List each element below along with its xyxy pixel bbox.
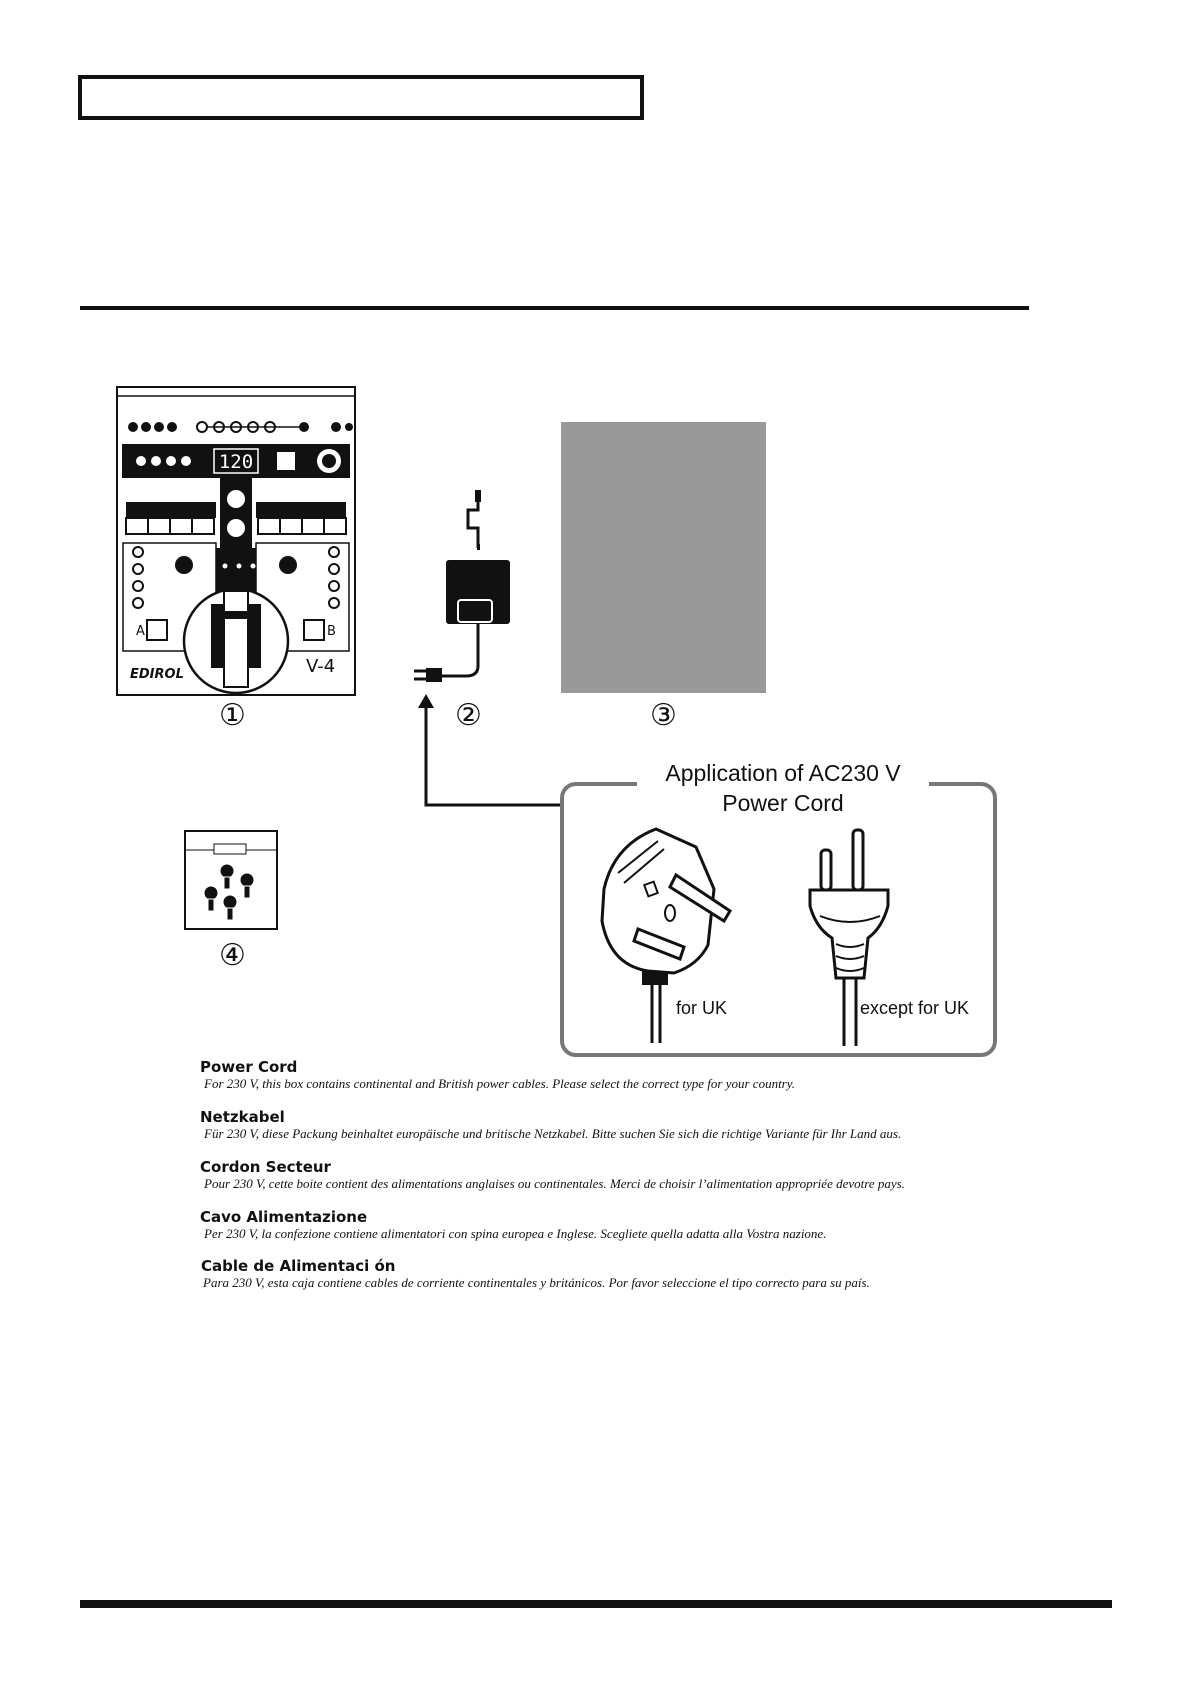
ac-adaptor-illustration bbox=[414, 490, 510, 682]
item-number-3: ③ bbox=[650, 698, 677, 733]
device-button-a-label: A bbox=[136, 624, 145, 639]
callout-title-line-1: Application of AC230 V bbox=[665, 760, 901, 786]
device-display: 120 bbox=[219, 451, 253, 473]
manual-placeholder-image bbox=[561, 422, 766, 693]
footer-rule bbox=[80, 1600, 1112, 1608]
notice-item: Power Cord For 230 V, this box contains … bbox=[200, 1058, 1100, 1108]
screws-illustration bbox=[184, 830, 278, 930]
notice-heading: Netzkabel bbox=[200, 1108, 285, 1126]
notice-item: Cable de Alimentaci ón Para 230 V, esta … bbox=[200, 1257, 1100, 1307]
brand-logo: EDIROL bbox=[130, 667, 184, 682]
notice-text: Per 230 V, la confezione contiene alimen… bbox=[204, 1226, 827, 1241]
connector-arrow bbox=[418, 694, 562, 807]
v4-mixer-illustration: 120 A B EDIROL V-4 bbox=[116, 386, 356, 696]
notice-heading: Cordon Secteur bbox=[200, 1158, 331, 1176]
callout-title-line-2: Power Cord bbox=[722, 790, 844, 816]
item-number-4: ④ bbox=[219, 938, 246, 973]
notice-item: Cordon Secteur Pour 230 V, cette boite c… bbox=[200, 1158, 1100, 1208]
section-rule bbox=[80, 306, 1029, 310]
notice-text: For 230 V, this box contains continental… bbox=[204, 1076, 796, 1091]
device-button-b-label: B bbox=[327, 624, 336, 639]
item-number-1: ① bbox=[219, 698, 246, 733]
notice-heading: Power Cord bbox=[200, 1058, 298, 1076]
notices: Power Cord For 230 V, this box contains … bbox=[200, 1058, 1100, 1307]
item-number-2: ② bbox=[455, 698, 482, 733]
eu-plug-icon bbox=[808, 828, 890, 1046]
callout-title: Application of AC230 V Power Cord bbox=[637, 758, 929, 818]
notice-heading: Cable de Alimentaci ón bbox=[201, 1257, 396, 1275]
header-box bbox=[78, 75, 644, 120]
uk-plug-icon bbox=[600, 827, 733, 1043]
uk-plug-label: for UK bbox=[676, 998, 728, 1018]
eu-plug-label: except for UK bbox=[860, 998, 970, 1018]
notice-item: Netzkabel Für 230 V, diese Packung beinh… bbox=[200, 1108, 1100, 1158]
notice-text: Para 230 V, esta caja contiene cables de… bbox=[203, 1275, 870, 1290]
notice-item: Cavo Alimentazione Per 230 V, la confezi… bbox=[200, 1208, 1100, 1257]
model-name: V-4 bbox=[306, 656, 335, 677]
notice-text: Für 230 V, diese Packung beinhaltet euro… bbox=[204, 1126, 902, 1141]
notice-heading: Cavo Alimentazione bbox=[200, 1208, 368, 1226]
notice-text: Pour 230 V, cette boite contient des ali… bbox=[204, 1176, 905, 1191]
